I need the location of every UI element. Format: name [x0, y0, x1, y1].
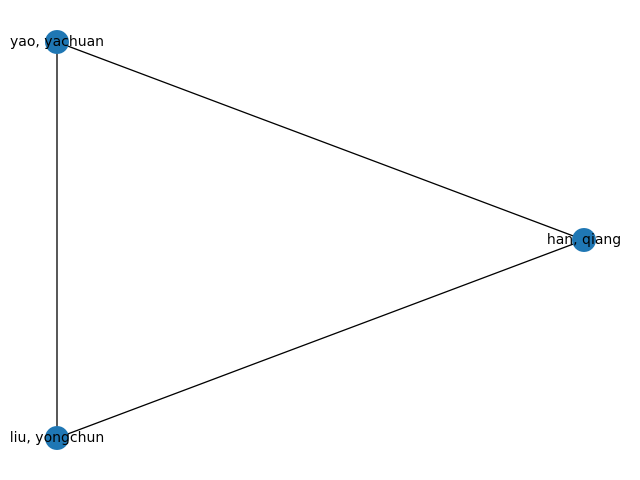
edge-yao-han — [56, 41, 585, 241]
node-han — [572, 228, 596, 252]
nodes-layer — [45, 30, 596, 450]
labels-layer: yao, yachuan han, qiang liu, yongchun — [10, 34, 621, 446]
node-label-liu: liu, yongchun — [10, 430, 104, 446]
node-liu — [45, 426, 69, 450]
node-label-yao: yao, yachuan — [10, 34, 104, 50]
edges-layer — [56, 41, 585, 439]
edge-liu-han — [56, 239, 585, 439]
node-label-han: han, qiang — [547, 232, 621, 248]
node-yao — [45, 30, 69, 54]
